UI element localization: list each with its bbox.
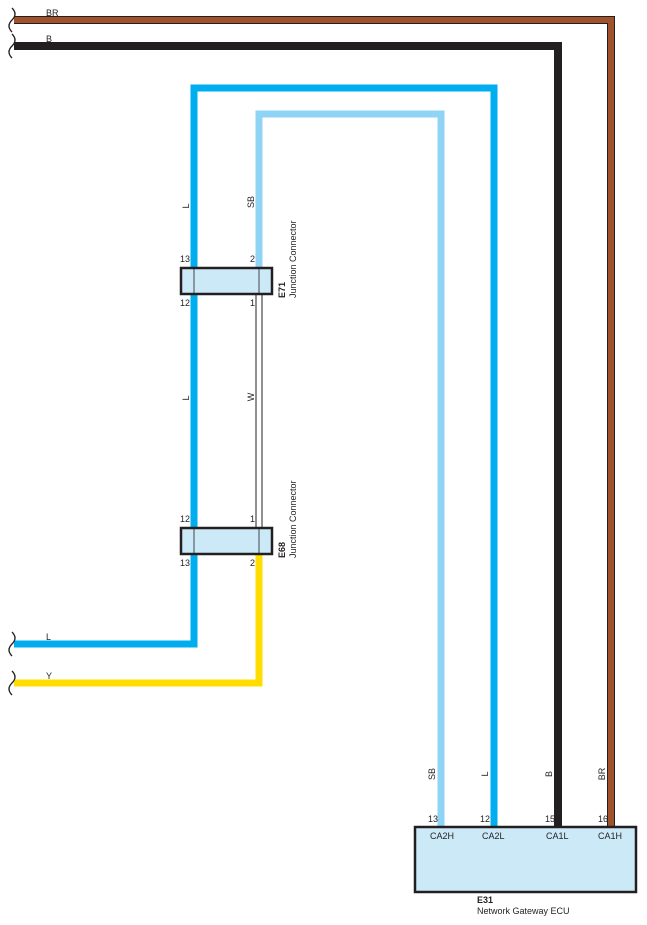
wire-sb <box>255 110 445 828</box>
e68-pin-2: 2 <box>250 558 255 568</box>
e31-pin-name-ca1l: CA1L <box>546 831 569 841</box>
e71-code: E71 <box>277 282 287 298</box>
wire-l-left <box>14 552 198 648</box>
e31-pin-12: 12 <box>480 814 490 824</box>
e31-pin-name-ca2l: CA2L <box>482 831 505 841</box>
break-symbols <box>8 7 16 696</box>
e68-pin-12: 12 <box>180 514 190 524</box>
wire-br <box>14 16 615 828</box>
wire-y-left <box>14 552 263 687</box>
wire-b <box>14 42 562 828</box>
ecu-e31: SB L B BR 13 12 15 16 CA2H CA2L CA1L CA1… <box>413 767 638 916</box>
e31-wire-label-sb: SB <box>427 768 437 780</box>
label-w-middle: W <box>246 392 256 401</box>
e71-pin-13: 13 <box>180 254 190 264</box>
e71-pin-12: 12 <box>180 298 190 308</box>
label-br-top: BR <box>46 8 59 18</box>
e68-pin-13: 13 <box>180 558 190 568</box>
e31-wire-label-br: BR <box>597 767 607 780</box>
e71-pin-2: 2 <box>250 254 255 264</box>
label-l-middle: L <box>181 395 191 400</box>
e31-pin-name-ca1h: CA1H <box>598 831 622 841</box>
e31-pin-13: 13 <box>428 814 438 824</box>
e31-wire-label-b: B <box>544 771 554 777</box>
e68-pin-1: 1 <box>250 514 255 524</box>
label-sb-upper: SB <box>246 196 256 208</box>
e31-pin-name-ca2h: CA2H <box>430 831 454 841</box>
e71-pin-1: 1 <box>250 298 255 308</box>
e31-pin-15: 15 <box>545 814 555 824</box>
e31-code: E31 <box>477 895 493 905</box>
label-l-upper: L <box>181 203 191 208</box>
wire-l-loop <box>190 84 498 828</box>
e68-name: Junction Connector <box>288 480 298 558</box>
e31-wire-label-l: L <box>480 771 490 776</box>
label-y-left: Y <box>46 671 52 681</box>
e31-pin-16: 16 <box>598 814 608 824</box>
e31-name: Network Gateway ECU <box>477 906 570 916</box>
connector-e71: 13 2 12 1 E71 Junction Connector <box>179 220 298 308</box>
connector-e68: 12 1 13 2 E68 Junction Connector <box>179 480 298 568</box>
e68-code: E68 <box>277 542 287 558</box>
label-l-left: L <box>46 632 51 642</box>
label-b-top: B <box>46 34 52 44</box>
e71-name: Junction Connector <box>288 220 298 298</box>
